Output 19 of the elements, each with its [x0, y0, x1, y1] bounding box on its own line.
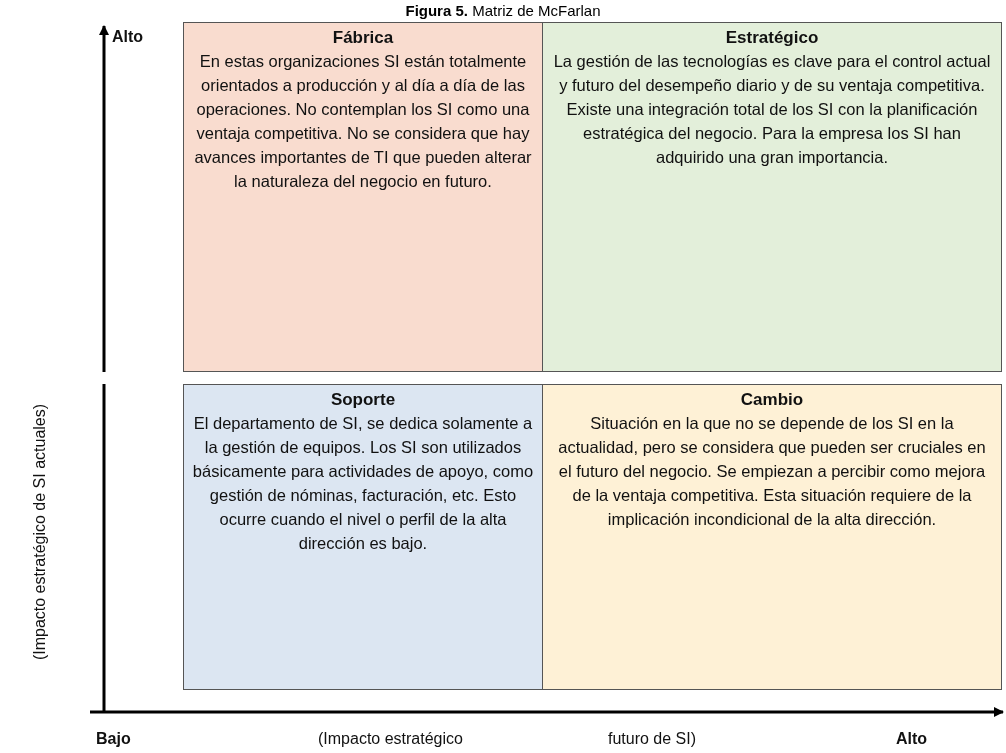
figure-title: Figura 5. Matriz de McFarlan	[404, 2, 602, 19]
quadrant-description: El departamento de SI, se dedica solamente a la gestión de equipos. Los SI son utilizados básicamente para actividades de apoyo, como gestión de nóminas, facturación, etc. Esto ocurre cuando el nivel o perfil de la alta dirección es bajo.	[192, 413, 534, 554]
quadrant-heading: Soporte	[329, 389, 397, 411]
quadrant-box	[542, 22, 1002, 372]
quadrant-box	[542, 384, 1002, 690]
quadrant-heading: Fábrica	[331, 27, 395, 49]
quadrant-description: La gestión de las tecnologías es clave para el control actual y futuro del desempeño diario y de su ventaja competitiva. Existe una integración total de los SI con la planificación estratégica del negocio. Para la empresa los SI han adquirido una gran importancia.	[552, 51, 992, 168]
axis-value-label: Alto	[896, 730, 928, 748]
axis-title: (Impacto estratégico de SI actuales)	[30, 402, 49, 662]
quadrant-heading: Estratégico	[724, 27, 820, 49]
axis-title: (Impacto estratégico	[318, 730, 463, 748]
quadrant-heading: Cambio	[739, 389, 805, 411]
quadrant-description: Situación en la que no se depende de los SI en la actualidad, pero se considera que pueden ser cruciales en el futuro del negocio. Se empiezan a percibir como mejora de la ventaja competitiva. Esta situación requiere de la implicación incondicional de la alta dirección.	[557, 413, 987, 530]
axis-title: futuro de SI)	[608, 730, 697, 748]
axis-value-label: Bajo	[96, 730, 131, 748]
quadrant-box	[183, 384, 543, 690]
axis-value-label: Alto	[112, 28, 144, 46]
quadrant-box	[183, 22, 543, 372]
quadrant-description: En estas organizaciones SI están totalmente orientados a producción y al día a día de las operaciones. No contemplan los SI como una ventaja competitiva. No se considera que hay avances importantes de TI que pueden alterar la naturaleza del negocio en futuro.	[193, 51, 533, 192]
